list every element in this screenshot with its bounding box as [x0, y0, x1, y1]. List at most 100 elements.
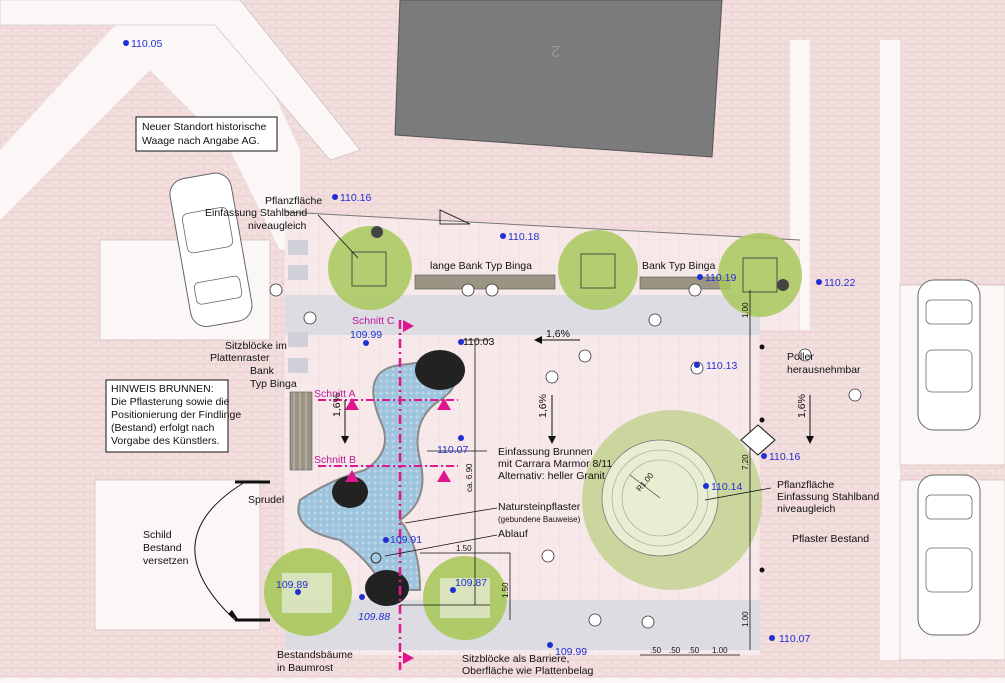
einfassung-line3: Alternativ: heller Granit [498, 470, 605, 482]
dim-100c: 1.00 [712, 646, 728, 655]
elev-11018: 110.18 [508, 231, 539, 243]
sitzbl-line2: Oberfläche wie Plattenbelag [462, 665, 593, 677]
leader-ablauf [384, 534, 498, 557]
sitzbl-line1: Sitzblöcke als Barriere, [462, 653, 569, 665]
waage-line1: Neuer Standort historische [142, 121, 266, 133]
dim-100a: 1.00 [741, 302, 750, 318]
pflanz1-line2: Einfassung Stahlband [205, 207, 307, 219]
hinweis-line5: Vorgabe des Künstlers. [111, 435, 220, 447]
elev-11019: 110.19 [705, 272, 736, 284]
elev-11014: 110.14 [711, 481, 742, 493]
bank-binga-top-label: Bank Typ Binga [642, 260, 716, 272]
car-right-lower [917, 474, 981, 636]
sitz-line1: Sitzblöcke im [225, 340, 287, 352]
slope-label-1: 1,6% [546, 328, 570, 340]
elev-11013: 110.13 [706, 360, 737, 372]
plaza-marker [439, 209, 471, 225]
long-bench [414, 274, 556, 290]
poller-dot-2 [759, 417, 765, 423]
car-left [169, 172, 253, 328]
poller-line1: Poller [787, 351, 814, 363]
tree-bottom-left [264, 548, 352, 636]
elev-10991: 109.91 [390, 534, 422, 546]
pflanz1-line3: niveaugleich [248, 220, 307, 232]
hinweis-line3: Positionierung der Findlinge [111, 409, 241, 421]
section-arrow-b-left [345, 470, 359, 482]
pflanz2-line3: niveaugleich [777, 503, 836, 515]
parking-left-lower [94, 479, 261, 631]
leader-pflanz2 [704, 487, 772, 501]
dim-150a: 1.50 [456, 544, 472, 553]
section-arrow-b-right [437, 470, 451, 482]
plaza-edge-top [284, 211, 801, 241]
dim-50b: .50 [669, 646, 681, 655]
building-number: 2 [551, 42, 560, 59]
dim-690: ca. 6.90 [465, 463, 474, 492]
hinweis-box [105, 379, 229, 453]
schild-line1: Schild [143, 529, 172, 541]
bestand-line1: Bestandsbäume [277, 649, 353, 661]
hinweis-line1: HINWEIS BRUNNEN: [111, 383, 214, 395]
poller-icon [740, 424, 776, 456]
slope-label-4: 1,6% [796, 394, 808, 418]
waage-line2: Waage nach Angabe AG. [142, 135, 260, 147]
schild-line3: versetzen [143, 555, 189, 567]
leader-natur [404, 507, 498, 524]
elevation-markers [123, 40, 822, 648]
sitzblock-1 [288, 240, 308, 255]
sprudel-label: Sprudel [248, 494, 284, 506]
big-tree [582, 410, 762, 590]
dim-100b: 1.00 [741, 611, 750, 627]
section-label-b: Schnitt B [314, 454, 356, 466]
bank-line2: Typ Binga [250, 378, 297, 390]
grey-strip-bottom [285, 600, 760, 650]
schild-line2: Bestand [143, 542, 182, 554]
elev-11005: 110.05 [131, 38, 162, 50]
einfassung-line1: Einfassung Brunnen [498, 446, 593, 458]
elev-10989: 109.89 [276, 579, 308, 591]
building [394, 0, 723, 158]
dim-50a: .50 [650, 646, 662, 655]
ablauf-label: Ablauf [498, 528, 528, 540]
sitzblock-4 [288, 358, 308, 373]
natur-line2: (gebundene Bauweise) [498, 515, 581, 524]
section-label-a: Schnitt A [314, 388, 355, 400]
poller-dot-1 [759, 344, 765, 350]
road-upper-left [0, 20, 300, 250]
bench-slats [293, 392, 307, 470]
tree-bottom-right [423, 556, 507, 640]
elev-11016b: 110.16 [769, 451, 800, 463]
elev-10987: 109.87 [455, 577, 487, 589]
tree-top-2 [558, 230, 638, 310]
pflanz1-line1: Pflanzfläche [265, 195, 322, 207]
section-arrow-a-right [437, 398, 451, 410]
person-icons [269, 283, 862, 629]
elev-10999-bot: 109.99 [555, 646, 587, 658]
pflanz2-line1: Pflanzfläche [777, 479, 834, 491]
einfassung-line2: mit Carrara Marmor 8/11 [498, 458, 612, 470]
sprudel-arrow [194, 481, 246, 621]
slope-label-2: 1,6% [331, 393, 343, 417]
lamp-1 [371, 226, 383, 238]
boulder-3 [365, 570, 409, 606]
hinweis-line4: (Bestand) erfolgt nach [111, 422, 214, 434]
bench-binga-left [289, 391, 313, 471]
dim-50c: .50 [688, 646, 700, 655]
elev-11016: 110.16 [340, 192, 371, 204]
leader-pflanz1 [317, 214, 359, 259]
section-arrow-c-bottom [403, 652, 414, 664]
boulder-1 [415, 350, 465, 390]
elev-11022: 110.22 [824, 277, 855, 289]
elev-11003: 110.03 [463, 336, 494, 348]
section-label-c: Schnitt C [352, 315, 395, 327]
pflaster-bestand-label: Pflaster Bestand [792, 533, 869, 545]
elev-10999-top: 109.99 [350, 329, 382, 341]
poller-dot-3 [759, 567, 765, 573]
waage-box [135, 116, 278, 152]
sitz-line2: Plattenraster [210, 352, 270, 364]
bestand-line2: in Baumrost [277, 662, 333, 674]
car-right-upper [917, 279, 981, 431]
slope-label-3: 1,6% [537, 394, 549, 418]
